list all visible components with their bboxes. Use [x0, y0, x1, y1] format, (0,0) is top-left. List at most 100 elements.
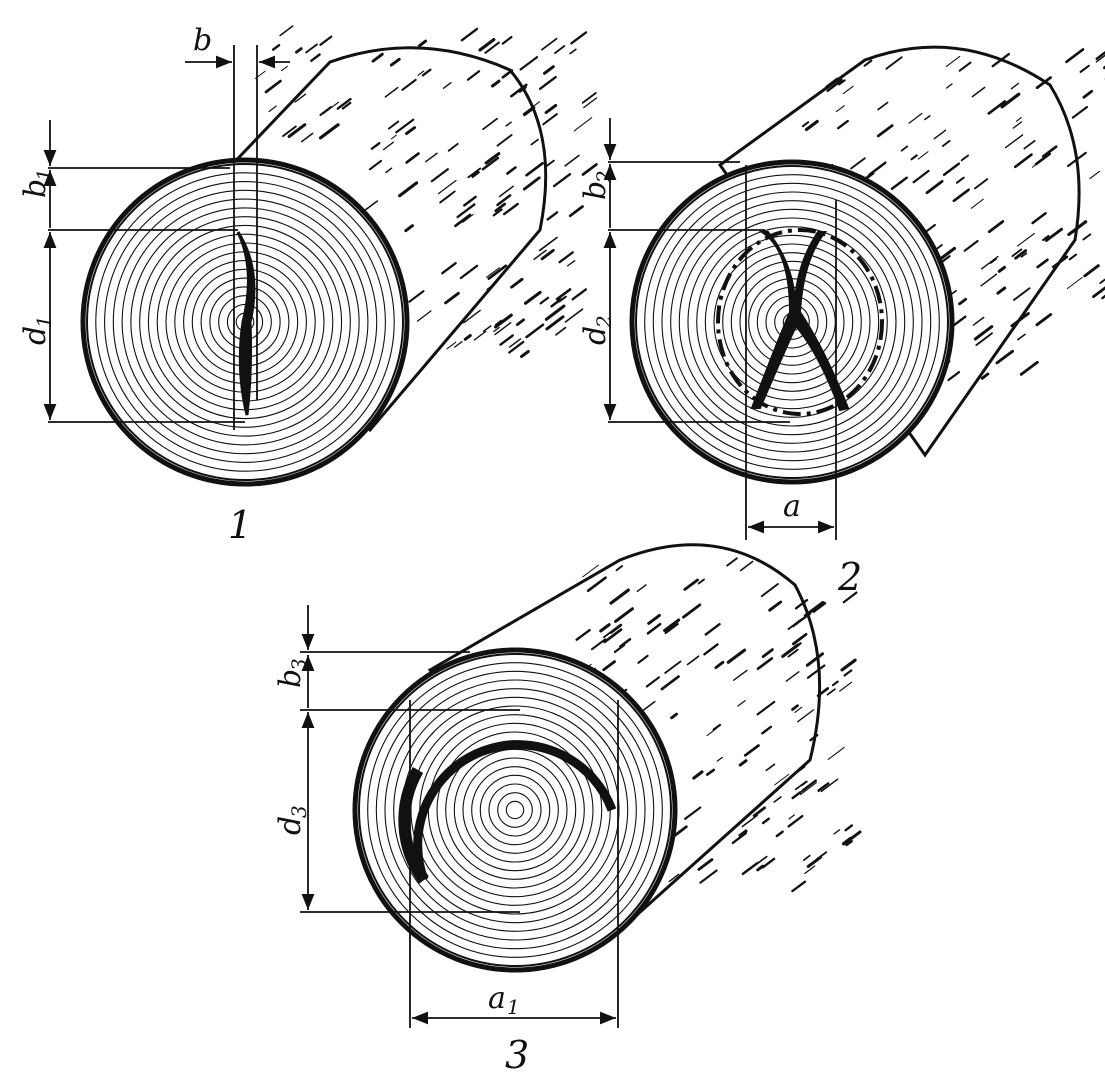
- bark-stroke: [825, 77, 839, 89]
- growth-ring: [462, 757, 568, 863]
- bark-stroke: [924, 115, 931, 121]
- bark-stroke: [794, 598, 809, 610]
- bark-stroke: [281, 65, 288, 72]
- bark-stroke: [660, 675, 680, 691]
- growth-ring: [652, 182, 932, 462]
- log-1-upper-label: b: [18, 179, 53, 198]
- bark-stroke: [801, 779, 817, 792]
- bark-stroke: [1013, 287, 1031, 301]
- bark-stroke: [447, 142, 459, 152]
- bark-stroke: [404, 224, 414, 233]
- bark-stroke: [704, 623, 721, 636]
- bark-stroke: [792, 633, 808, 646]
- bark-stroke: [664, 622, 679, 635]
- bark-stroke: [425, 152, 438, 163]
- bark-stroke: [618, 637, 632, 648]
- growth-ring: [704, 234, 880, 410]
- bark-stroke: [530, 138, 539, 146]
- bark-stroke: [462, 213, 474, 223]
- bark-stroke: [416, 310, 432, 322]
- bark-stroke: [842, 591, 858, 604]
- bark-stroke: [609, 588, 630, 605]
- bark-stroke: [467, 167, 482, 179]
- log-2-figure-number: 2: [837, 555, 862, 599]
- bark-stroke: [1016, 333, 1026, 341]
- log-3-upper-subscript: 3: [287, 658, 311, 671]
- bark-stroke: [582, 564, 599, 578]
- bark-stroke: [1015, 117, 1022, 122]
- growth-ring: [86, 163, 404, 481]
- bark-stroke: [368, 159, 383, 171]
- bark-stroke: [752, 806, 766, 818]
- bark-stroke: [908, 112, 923, 124]
- growth-ring: [367, 662, 663, 958]
- bark-stroke: [809, 733, 819, 742]
- bark-stroke: [401, 78, 417, 91]
- log-2-growth-rings: [635, 165, 949, 479]
- bark-stroke: [518, 86, 527, 93]
- bark-stroke: [389, 57, 401, 67]
- bark-stroke: [460, 27, 479, 42]
- growth-ring: [384, 679, 646, 941]
- bark-stroke: [757, 855, 768, 864]
- bark-stroke: [1071, 105, 1089, 119]
- bark-stroke: [995, 349, 1014, 365]
- bark-stroke: [820, 778, 839, 793]
- bark-stroke: [756, 700, 776, 716]
- log-2-upper-label: b: [578, 181, 613, 200]
- log-2-lower-subscript: 2: [592, 315, 616, 329]
- bark-stroke: [761, 648, 774, 658]
- bark-stroke: [987, 100, 1007, 115]
- bark-stroke: [446, 341, 457, 350]
- bark-stroke: [430, 168, 449, 183]
- bark-stroke: [1013, 153, 1033, 169]
- bark-stroke: [833, 829, 841, 835]
- bark-stroke: [1041, 145, 1058, 158]
- bark-stroke: [791, 790, 802, 800]
- bark-stroke: [525, 161, 544, 177]
- bark-stroke: [305, 43, 318, 54]
- bark-stroke: [482, 325, 492, 333]
- bark-stroke: [390, 134, 397, 140]
- bark-stroke: [1010, 312, 1030, 328]
- bark-stroke: [699, 869, 718, 884]
- bark-stroke: [731, 831, 748, 845]
- bark-stroke: [733, 669, 748, 681]
- bark-stroke: [370, 141, 381, 150]
- bark-stroke: [1042, 235, 1050, 242]
- bark-stroke: [703, 643, 719, 656]
- bark-stroke: [1089, 170, 1101, 180]
- bark-stroke: [900, 145, 909, 152]
- bark-stroke: [756, 657, 774, 671]
- log-3-width-label: a: [488, 981, 506, 1016]
- bark-stroke: [538, 75, 557, 91]
- bark-stroke: [955, 176, 965, 184]
- bark-stroke: [506, 166, 517, 175]
- bark-stroke: [737, 699, 746, 707]
- growth-ring: [393, 688, 637, 932]
- log-2-upper-subscript: 2: [592, 170, 616, 184]
- bark-stroke: [1068, 253, 1078, 261]
- log-3-lower-label: d: [273, 816, 308, 835]
- bark-stroke: [444, 291, 460, 305]
- bark-stroke: [839, 681, 853, 692]
- bark-stroke: [294, 93, 307, 103]
- log-3-ring-shake: [413, 740, 617, 882]
- bark-stroke: [486, 267, 500, 278]
- bark-stroke: [838, 79, 846, 86]
- bark-stroke: [952, 188, 970, 203]
- bark-stroke: [945, 83, 953, 89]
- bark-stroke: [573, 117, 593, 132]
- bark-stroke: [568, 205, 584, 218]
- bark-stroke: [1023, 139, 1036, 150]
- bark-stroke: [614, 607, 634, 623]
- bark-stroke: [570, 31, 588, 45]
- bark-stroke: [850, 157, 866, 170]
- log-2-dimension-lines: [603, 118, 837, 540]
- bark-stroke: [761, 857, 776, 869]
- log-1-dimension-lines: [43, 45, 290, 430]
- bark-stroke: [647, 613, 661, 625]
- bark-stroke: [540, 248, 555, 261]
- bark-stroke: [863, 59, 873, 67]
- bark-stroke: [794, 642, 802, 649]
